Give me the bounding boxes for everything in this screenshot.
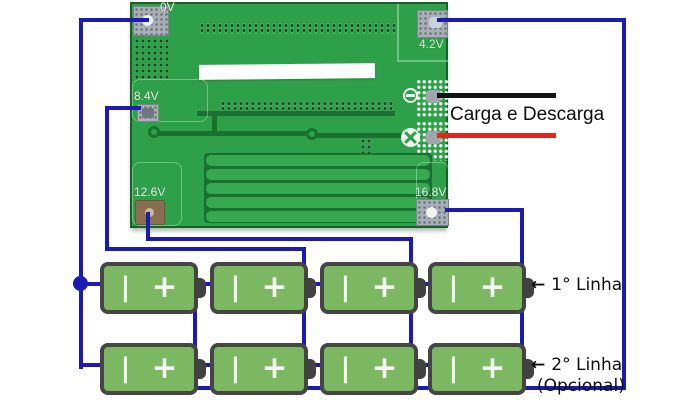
row2-label-text: 2° Linha: [551, 355, 623, 375]
trace-ring-line2: [315, 133, 405, 138]
battery-negative-mark: |: [448, 272, 459, 303]
trace-stub-vertical: [212, 114, 217, 135]
battery-negative-mark: |: [340, 353, 351, 384]
wire-126-h: [146, 237, 413, 241]
white-sticker: [198, 63, 376, 80]
trace-bar: [206, 183, 430, 194]
wire-right-vertical: [622, 18, 626, 390]
battery-positive-mark: +: [151, 350, 178, 386]
wire-168-horizontal: [445, 208, 524, 212]
wire-42-horizontal: [437, 18, 626, 22]
wire-charge-positive: [437, 133, 556, 138]
plus-terminal-icon: [401, 128, 420, 147]
left-arrow-icon: ←: [531, 275, 546, 295]
via-row-mid: [220, 101, 395, 112]
battery-cell-r1c1: | +: [100, 262, 206, 314]
row2-label: ←2° Linha: [531, 355, 622, 375]
battery-positive-mark: +: [479, 350, 506, 386]
wire-84-h2: [105, 247, 306, 251]
module-outline-84: [132, 79, 208, 122]
pad-42: [417, 10, 448, 38]
row2-note: (Opcional): [537, 376, 625, 396]
pad-42-label: 4.2V: [419, 37, 444, 51]
trace-bar: [206, 155, 430, 166]
battery-terminal-nub: [414, 278, 426, 298]
battery-positive-mark: +: [479, 269, 506, 305]
battery-terminal-nub: [522, 278, 534, 298]
bms-board: 0V 4.2V 8.4V: [130, 0, 449, 228]
battery-terminal-nub: [194, 359, 206, 379]
wire-84-v1: [105, 106, 109, 251]
pad-84-center: [142, 108, 154, 118]
battery-terminal-nub: [522, 359, 534, 379]
battery-terminal-nub: [304, 359, 316, 379]
left-arrow-icon: ←: [531, 355, 546, 375]
wire-left-vertical: [79, 18, 83, 369]
via-cluster-1: [360, 138, 373, 154]
solder-blob-42: [429, 17, 442, 28]
wire-126-v1: [146, 212, 150, 241]
battery-negative-mark: |: [230, 272, 241, 303]
trace-bar: [206, 197, 430, 208]
battery-terminal-nub: [194, 278, 206, 298]
junction-dot: [73, 276, 88, 291]
module-outline-126: [132, 162, 182, 226]
wire-84-h1: [105, 106, 141, 110]
via-row-top: [199, 23, 395, 34]
battery-cell-r2c4: | +: [428, 343, 534, 395]
battery-cell-r2c2: | +: [210, 343, 316, 395]
battery-cell-r2c3: | +: [320, 343, 426, 395]
battery-terminal-nub: [304, 278, 316, 298]
wire-0v-horizontal: [79, 18, 149, 22]
row1-label: ←1° Linha: [531, 275, 622, 295]
pad-168-label: 16.8V: [415, 185, 447, 199]
trace-bars-region: [204, 153, 432, 223]
module-outline-42: [397, 4, 399, 60]
wire-mid-vertical: [193, 282, 197, 390]
pad-0v-label: 0V: [160, 0, 175, 14]
trace-ring-line: [158, 131, 314, 136]
minus-terminal-icon: [403, 88, 418, 103]
battery-positive-mark: +: [371, 269, 398, 305]
battery-positive-mark: +: [371, 350, 398, 386]
trace-horizontal-mid: [197, 111, 395, 116]
pad-84-label: 8.4V: [134, 89, 159, 103]
battery-positive-mark: +: [261, 269, 288, 305]
solder-blob-168: [426, 207, 437, 218]
trace-bar: [206, 169, 430, 180]
battery-cell-r1c3: | +: [320, 262, 426, 314]
battery-negative-mark: |: [230, 353, 241, 384]
battery-negative-mark: |: [340, 272, 351, 303]
battery-cell-r1c4: | +: [428, 262, 534, 314]
battery-negative-mark: |: [120, 353, 131, 384]
pad-126-label: 12.6V: [134, 185, 166, 199]
trace-bar: [206, 211, 430, 222]
module-outline-42b: [397, 60, 448, 62]
battery-terminal-nub: [414, 359, 426, 379]
battery-cell-r2c1: | +: [100, 343, 206, 395]
battery-positive-mark: +: [261, 350, 288, 386]
charge-discharge-label: Carga e Descarga: [450, 104, 605, 125]
row1-label-text: 1° Linha: [551, 275, 623, 295]
wire-charge-negative: [437, 93, 556, 98]
battery-negative-mark: |: [120, 272, 131, 303]
battery-negative-mark: |: [448, 353, 459, 384]
battery-cell-r1c2: | +: [210, 262, 316, 314]
battery-positive-mark: +: [151, 269, 178, 305]
